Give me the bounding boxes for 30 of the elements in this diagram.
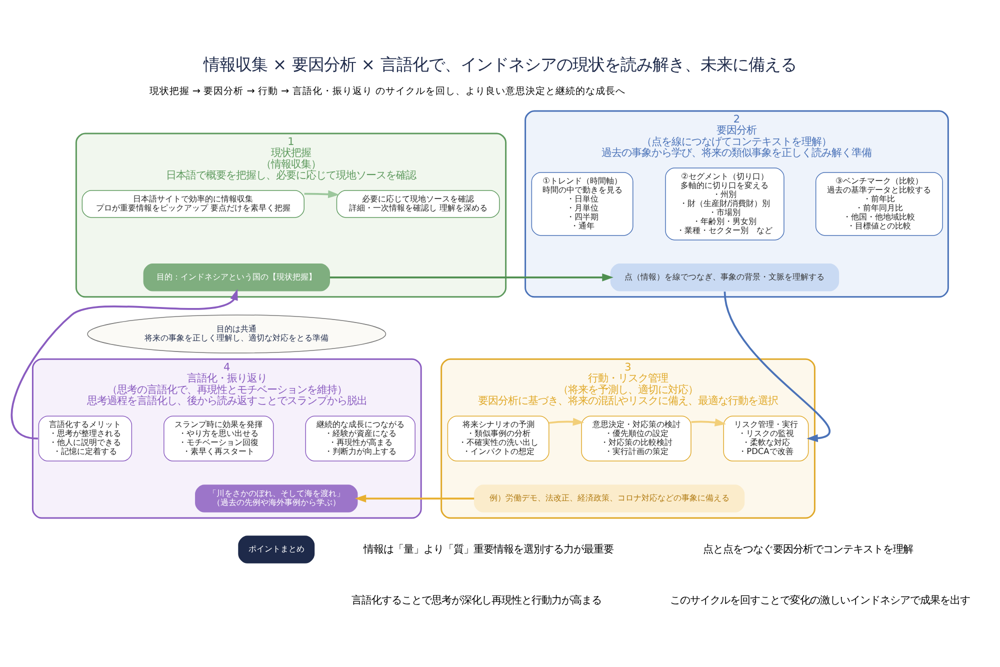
arrow [724, 291, 830, 442]
arrow [304, 190, 340, 198]
node-box: 日本語サイトで効率的に情報収集 プロが重要情報をピックアップ 要点だけを素早く把握 [82, 190, 304, 218]
node-box: 「川をさかのぼれ、そして海を渡れ」 （過去の先例や海外事例から学ぶ） [195, 484, 358, 512]
node-box: ポイントまとめ [238, 535, 315, 563]
arrow [691, 418, 726, 426]
label: このサイクルを回すことで変化の激しいインドネシアで成果を出す [670, 594, 970, 606]
arrow [354, 494, 474, 502]
node-box: ①トレンド（時間軸） 時間の中で動きを見る ・日単位 ・月単位 ・四半期 ・通年 [531, 172, 634, 236]
node-box: ③ベンチマーク（比較） 過去の基準データと比較する ・前年比 ・前年同月比 ・他国・他地域比較 ・目標値との比較 [815, 172, 943, 236]
label: 言語化することで思考が深化し再現性と行動力が高まる [352, 594, 602, 606]
label: 情報は「量」より「質」重要情報を選別する力が最重要 [364, 542, 614, 555]
node-box: 継続的な成長につながる ・経験が資産になる ・再現性が高まる ・判断力が向上する [305, 415, 416, 461]
arrow [548, 417, 584, 426]
diagram-title: 情報収集 × 要因分析 × 言語化で、インドネシアの現状を読み解き、未来に備える [204, 54, 796, 74]
node-box: 目的：インドネシアという国の【現状把握】 [143, 263, 330, 291]
node-box: 将来シナリオの予測 ・類似事例の分析 ・不確実性の洗い出し ・インパクトの想定 [447, 415, 550, 461]
node-box: 言語化するメリット ・思考が整理される ・他人に説明できる ・記憶に定着する [38, 415, 132, 461]
node-box: 意思決定・対応策の検討 ・優先順位の設定 ・対応策の比較検討 ・実行計画の策定 [581, 415, 692, 461]
label: 現状把握 → 要因分析 → 行動 → 言語化・振り返り のサイクルを回し、より良い意思決定と継続的な成長へ [149, 86, 626, 97]
node-box: ②セグメント（切り口） 多軸的に切り口を変える ・州別 ・財（生産財/消費財）別 ・市場別 ・年齢別・男女別 ・業種・セクター別 など [665, 167, 784, 240]
arrow [330, 272, 614, 281]
arrow [10, 288, 238, 439]
node-box: 必要に応じて現地ソースを確認 詳細・一次情報を確認し 理解を深める [336, 190, 500, 218]
node-ellipse: 目的は共通 将来の事象を正しく理解し、適切な対応をとる準備 [87, 314, 386, 353]
node-box: 点（情報）を線でつなぎ、事象の背景・文脈を理解する [610, 263, 840, 291]
node-box: 例）労働デモ、法改正、経済政策、コロナ対応などの事象に備える [474, 484, 745, 512]
node-box: スランプ時に効果を発揮 ・やり方を思い出せる ・モチベーション回復 ・素早く再スタート [164, 415, 274, 461]
node-box: リスク管理・実行 ・リスクの監視 ・柔軟な対応 ・PDCAで改善 [723, 415, 809, 461]
label: 点と点をつなぐ要因分析でコンテキストを理解 [702, 542, 913, 555]
